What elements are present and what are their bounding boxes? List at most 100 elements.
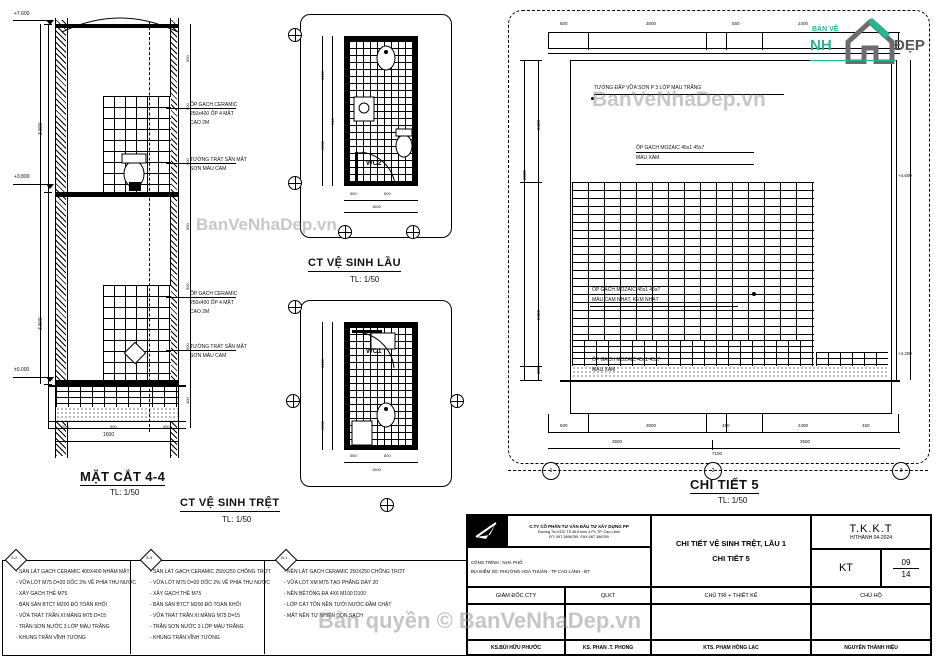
note-line: - VỮA LÓT M75 D=20 DỐC 2% VỀ PHÍA THU NƯ… bbox=[150, 580, 271, 586]
dim-total: 7100 bbox=[712, 451, 723, 456]
dim-bottom: 550 bbox=[350, 191, 357, 196]
note-line: - SÀN LÁT GẠCH CERAMIC 400X400 NHÁM MẶT bbox=[16, 569, 130, 575]
dim-bottom: 450 bbox=[862, 423, 870, 428]
grid-bubble bbox=[406, 225, 420, 239]
project-value: NHÀ PHỐ bbox=[502, 560, 523, 565]
title-block: C.TY CỔ PHẦN TƯ VẤN ĐẦU TƯ XÂY DỰNG PP Đ… bbox=[466, 514, 932, 656]
dim-bottom: 3000 bbox=[646, 423, 657, 428]
company-address: Đường 7m,KDC Tổ 36,Khóm 4,P1,TP. Cao Lãn… bbox=[538, 529, 620, 534]
annotation: CAO 2M bbox=[190, 309, 210, 315]
company-phone: ĐT: 067.3896789 -FAX:067.386789 bbox=[549, 534, 609, 539]
dim-bottom: 800 bbox=[384, 453, 391, 458]
note-line: - BẢN SÀN BTCT M200 ĐỔ TOÀN KHỐI bbox=[16, 602, 107, 608]
door-swing bbox=[355, 152, 396, 185]
note-line: - KHUNG TRẦN VĨNH TƯỜNG bbox=[16, 635, 86, 641]
sheet-title: CHI TIẾT VỆ SINH TRỆT, LẦU 1 CHI TIẾT 5 bbox=[651, 515, 811, 587]
sheet-no: 09 bbox=[901, 557, 911, 567]
room-label: WC2 bbox=[366, 160, 382, 167]
annotation: TƯỜNG ĐẮP VỮA SƠN P 3 LỚP MÀU TRẮNG bbox=[594, 85, 702, 91]
company-info: C.TY CỔ PHẦN TƯ VẤN ĐẦU TƯ XÂY DỰNG PP Đ… bbox=[507, 515, 651, 547]
sheet-title-line2: CHI TIẾT 5 bbox=[712, 554, 750, 563]
dim-left: 900 bbox=[330, 118, 335, 125]
note-marker-label: N-1 bbox=[281, 555, 288, 560]
dim-left: 2400 bbox=[536, 119, 541, 130]
note-line: - VỮA TRÁT TRẦN XI MĂNG M75 D=15 bbox=[16, 613, 106, 619]
logo-dep: ĐẸP bbox=[894, 37, 925, 54]
location-label: ĐỊA ĐIỂM XD: bbox=[471, 569, 499, 574]
dim-top: 600 bbox=[560, 21, 568, 26]
note-line: - XÂY GẠCH THẺ M75 bbox=[16, 591, 68, 597]
brand-logo: BẢN VẼ NH ĐẸP bbox=[808, 16, 934, 64]
shower-icon bbox=[351, 420, 373, 446]
note-marker-label: S-2 bbox=[11, 555, 18, 560]
note-marker-label: S-3 bbox=[146, 555, 153, 560]
grid-bubble bbox=[380, 498, 394, 512]
tkkt-label: T.K.K.T bbox=[849, 523, 893, 535]
note-line: - BẢN SÀN BTCT M200 ĐỔ TOÀN KHỐI bbox=[150, 602, 241, 608]
note-line: - LỚP CÁT TÔN NỀN TƯỚI NƯỚC ĐẦM CHẶT bbox=[284, 602, 392, 608]
note-line: - SÀN LÁT GẠCH CERAMIC 250X250 CHỐNG TRƠ… bbox=[150, 569, 271, 575]
signer-name: NGUYỄN THÀNH HIỆU bbox=[811, 640, 931, 655]
dim-bottom: 600 bbox=[560, 423, 568, 428]
mosaic-band-main bbox=[572, 182, 814, 366]
grid-bubble-3: 3 bbox=[892, 462, 910, 480]
lavatory-icon bbox=[376, 402, 396, 428]
tkkt-cell: T.K.K.T H/THÀNH 04-2024 bbox=[811, 515, 931, 549]
dim-bottom: 550 bbox=[350, 453, 357, 458]
vertical-dim-1: 3.800 bbox=[38, 122, 44, 135]
grid-bubble bbox=[288, 28, 302, 42]
annotation: ỐP GẠCH MOZAIC 45x1 45x7 bbox=[636, 145, 705, 151]
level-marker-2: +3.800 bbox=[14, 174, 30, 180]
shower-icon bbox=[353, 96, 375, 122]
dim-total: 1600 bbox=[372, 204, 381, 209]
annotation: TƯỜNG TRÁT SẦN MẶT bbox=[190, 157, 247, 163]
dim-left: 350 bbox=[536, 366, 541, 374]
grid-bubble bbox=[338, 225, 352, 239]
note-line: - VỮA LÓT XM M75 TẠO PHẲNG DÀY 20 bbox=[284, 580, 379, 586]
door-swing bbox=[352, 330, 395, 369]
sheet-number-cell: 09 14 bbox=[881, 549, 931, 587]
drawing-title: CT VỆ SINH LẦU bbox=[308, 257, 401, 272]
note-line: - MẶT NỀN TỰ NHIÊN DỌN SẠCH bbox=[284, 613, 363, 619]
annotation: ỐP GẠCH MOZAIC 45x1 45x7 bbox=[592, 287, 661, 293]
signature-area[interactable] bbox=[565, 604, 651, 640]
drawing-title: CT VỆ SINH TRỆT bbox=[180, 497, 280, 512]
note-line: - TRẦN SƠN NƯỚC 3 LỚP MÀU TRẮNG bbox=[150, 624, 244, 630]
drawing-title: MẶT CẮT 4-4 bbox=[80, 469, 166, 486]
signer-name: KS. PHAN .T. PHONG bbox=[565, 640, 651, 655]
level-marker: +4.600 bbox=[898, 173, 912, 178]
drawing-scale: TL: 1/50 bbox=[222, 515, 252, 524]
signature-area[interactable] bbox=[651, 604, 811, 640]
vertical-dim-2: 3.800 bbox=[38, 317, 44, 330]
note-line: - VỮA TRÁT TRẦN XI MĂNG M75 D=15 bbox=[150, 613, 240, 619]
dim-left: 1500 bbox=[320, 421, 325, 430]
note-line: - NỀN BÊTÔNG ĐÁ 4X6 M100 D100 bbox=[284, 591, 366, 597]
note-line: - KHUNG TRẦN VĨNH TƯỜNG bbox=[150, 635, 220, 641]
annotation: MÀU XÁM bbox=[636, 155, 660, 161]
grid-bubble bbox=[286, 394, 300, 408]
dim-left: 3600 bbox=[522, 169, 527, 180]
level-marker-1: +7.600 bbox=[14, 11, 30, 17]
role-header: QLKT bbox=[565, 587, 651, 604]
dim-total: 1600 bbox=[372, 467, 381, 472]
dim-bottom: 450 bbox=[722, 423, 730, 429]
role-header: GIÁM ĐỐC CTY bbox=[467, 587, 565, 604]
dim-left: 1000 bbox=[320, 71, 325, 80]
role-header: CHỦ TRÌ + THIẾT KẾ bbox=[651, 587, 811, 604]
dim-left: 2400 bbox=[536, 309, 541, 320]
drawing-scale: TL: 1/50 bbox=[718, 496, 748, 505]
level-marker-3: ±0.000 bbox=[14, 367, 30, 373]
dim-bottom-row2: 3500 bbox=[800, 439, 811, 444]
annotation: MÀU XÁM bbox=[592, 367, 616, 373]
drawing-scale: TL: 1/50 bbox=[350, 275, 380, 284]
counter-icon bbox=[370, 332, 396, 350]
dim-top: 2400 bbox=[798, 21, 809, 26]
dim-top: 550 bbox=[732, 21, 740, 26]
signature-area[interactable] bbox=[811, 604, 931, 640]
signature-area[interactable] bbox=[467, 604, 565, 640]
annotation: 250x400 ỐP 4 MẶT bbox=[190, 111, 234, 117]
mosaic-band-grey bbox=[572, 340, 814, 366]
grid-bubble bbox=[288, 300, 302, 314]
seg-dim: 400 bbox=[185, 397, 190, 404]
